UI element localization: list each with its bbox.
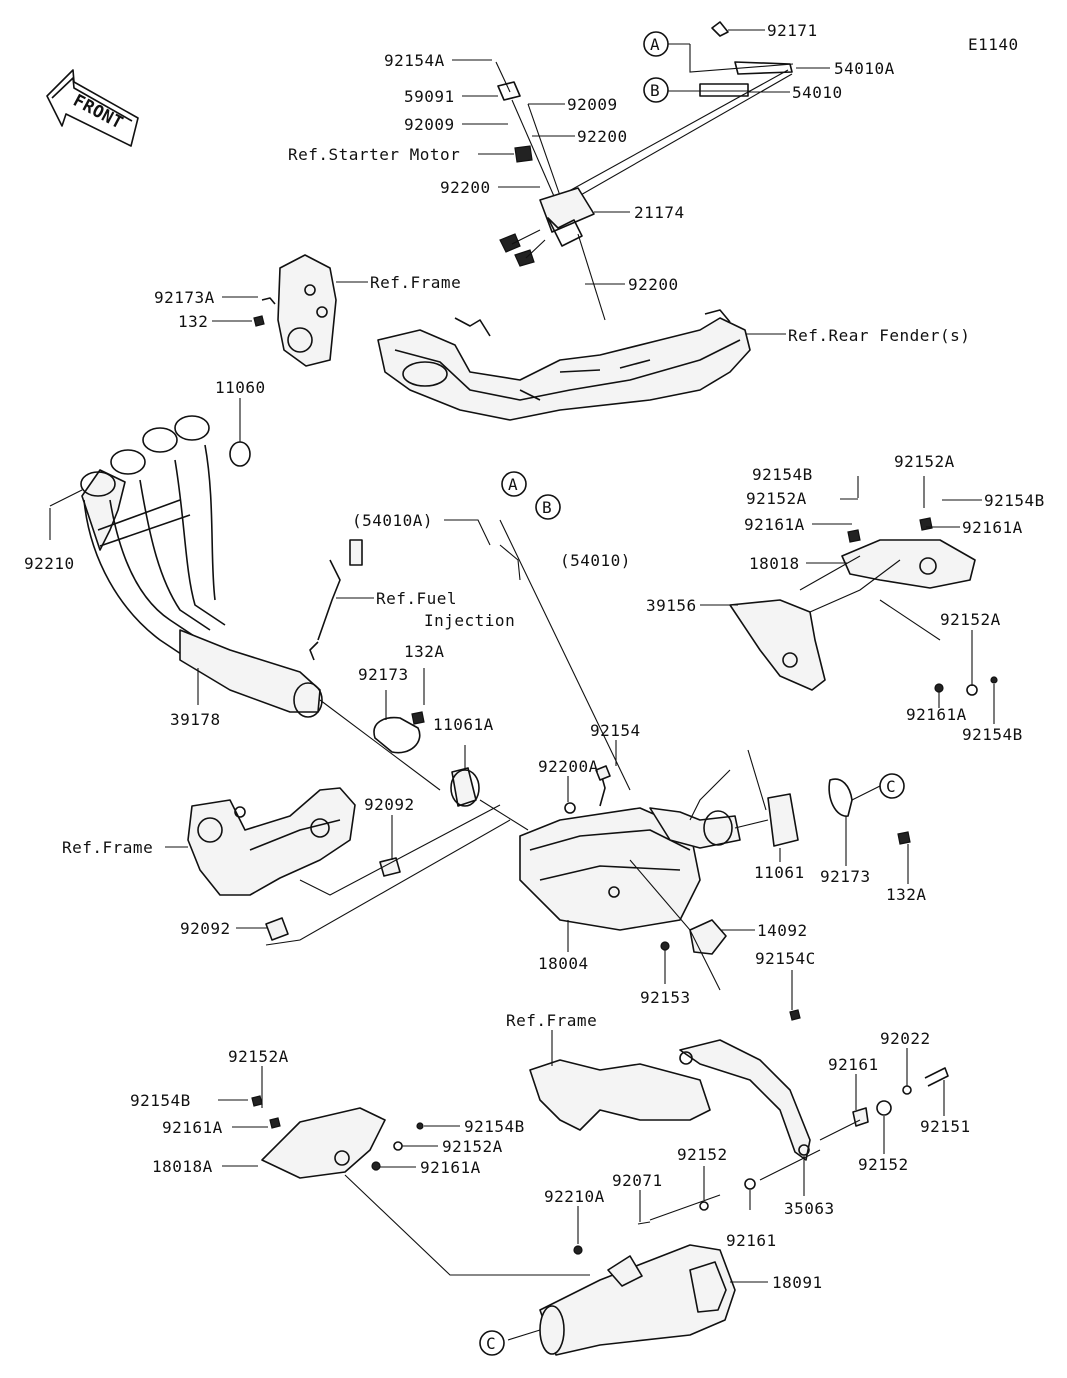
- frame-bracket-top: [253, 254, 337, 367]
- label-92171: 92171: [767, 21, 818, 40]
- label-92152A-d: 92152A: [228, 1047, 289, 1066]
- label-92092-b: 92092: [180, 919, 231, 938]
- label-92154: 92154: [590, 721, 641, 740]
- frame-bracket-left: [187, 787, 401, 941]
- label-92153: 92153: [640, 988, 691, 1007]
- label-92154C: 92154C: [755, 949, 816, 968]
- label-ref-frame-top: Ref.Frame: [370, 273, 461, 292]
- label-18018A: 18018A: [152, 1157, 213, 1176]
- callout-b-top: B: [643, 77, 669, 103]
- muffler-bracket-lower: [529, 1009, 949, 1161]
- svg-text:C: C: [486, 1334, 496, 1353]
- label-92154B-a: 92154B: [752, 465, 813, 484]
- label-18091: 18091: [772, 1273, 823, 1292]
- label-39156: 39156: [646, 596, 697, 615]
- part-labels: 92171 54010A 54010 92154A 59091 92009 92…: [24, 21, 1045, 1292]
- label-11061: 11061: [754, 863, 805, 882]
- label-92071: 92071: [612, 1171, 663, 1190]
- heat-shield-lower: [251, 1095, 590, 1276]
- label-92161-bottom: 92161: [726, 1231, 777, 1250]
- silencer-body: [519, 765, 741, 955]
- label-54010: 54010: [792, 83, 843, 102]
- label-92152A-c: 92152A: [940, 610, 1001, 629]
- label-132-top: 132: [178, 312, 208, 331]
- label-92152A-e: 92152A: [442, 1137, 503, 1156]
- label-54010A-paren: (54010A): [352, 511, 433, 530]
- svg-text:A: A: [650, 35, 660, 54]
- label-ref-starter-motor: Ref.Starter Motor: [288, 145, 460, 164]
- label-92152-bottom: 92152: [677, 1145, 728, 1164]
- valve-actuator-cables: [495, 21, 794, 321]
- leader-lines: [49, 29, 995, 1341]
- label-59091: 59091: [404, 87, 455, 106]
- label-92161A-c: 92161A: [906, 705, 967, 724]
- label-92152A-b: 92152A: [746, 489, 807, 508]
- label-92210A: 92210A: [544, 1187, 605, 1206]
- label-92161A-a: 92161A: [744, 515, 805, 534]
- label-ref-frame-left: Ref.Frame: [62, 838, 153, 857]
- label-92022: 92022: [880, 1029, 931, 1048]
- label-54010-paren: (54010): [560, 551, 631, 570]
- label-92173-right: 92173: [820, 867, 871, 886]
- callout-a-mid: A: [501, 471, 527, 497]
- callout-c-right: C: [879, 773, 905, 799]
- label-ref-fuel-1: Ref.Fuel: [376, 589, 457, 608]
- label-39178: 39178: [170, 710, 221, 729]
- callout-b-mid: B: [535, 494, 561, 520]
- label-92152A-a: 92152A: [894, 452, 955, 471]
- front-arrow-icon: FRONT: [46, 69, 139, 147]
- label-11061A: 11061A: [433, 715, 494, 734]
- svg-text:C: C: [886, 777, 896, 796]
- label-92161A-b: 92161A: [962, 518, 1023, 537]
- label-92200-c: 92200: [628, 275, 679, 294]
- label-92161A-e: 92161A: [420, 1158, 481, 1177]
- label-92152-right: 92152: [858, 1155, 909, 1174]
- label-92154B-c: 92154B: [962, 725, 1023, 744]
- label-92009-b: 92009: [404, 115, 455, 134]
- label-92151: 92151: [920, 1117, 971, 1136]
- callout-c-bottom: C: [479, 1330, 505, 1356]
- svg-text:B: B: [542, 498, 552, 517]
- svg-text:A: A: [508, 475, 518, 494]
- label-ref-frame-bottom: Ref.Frame: [506, 1011, 597, 1030]
- label-92161A-d: 92161A: [162, 1118, 223, 1137]
- front-arrow-label: FRONT: [70, 91, 127, 134]
- label-92154B-b: 92154B: [984, 491, 1045, 510]
- label-92154B-d: 92154B: [130, 1091, 191, 1110]
- label-92200A: 92200A: [538, 757, 599, 776]
- label-35063: 35063: [784, 1199, 835, 1218]
- label-92173A: 92173A: [154, 288, 215, 307]
- label-18018: 18018: [749, 554, 800, 573]
- svg-text:B: B: [650, 81, 660, 100]
- label-21174: 21174: [634, 203, 685, 222]
- label-132A-top: 132A: [404, 642, 445, 661]
- rear-fender-undertray: [377, 309, 751, 421]
- label-92200-a: 92200: [577, 127, 628, 146]
- label-18004: 18004: [538, 954, 589, 973]
- diagram-code: E1140: [968, 35, 1019, 54]
- label-11060: 11060: [215, 378, 266, 397]
- callout-a-top: A: [643, 31, 669, 57]
- label-14092: 14092: [757, 921, 808, 940]
- label-92009-a: 92009: [567, 95, 618, 114]
- label-92210: 92210: [24, 554, 75, 573]
- label-92092-a: 92092: [364, 795, 415, 814]
- label-92154A: 92154A: [384, 51, 445, 70]
- label-92200-b: 92200: [440, 178, 491, 197]
- heat-shield-top-right: [729, 517, 998, 696]
- label-92173-top: 92173: [358, 665, 409, 684]
- label-54010A: 54010A: [834, 59, 895, 78]
- label-92161: 92161: [828, 1055, 879, 1074]
- label-132A-right: 132A: [886, 885, 927, 904]
- label-ref-fuel-2: Injection: [424, 611, 515, 630]
- label-ref-rear-fender: Ref.Rear Fender(s): [788, 326, 970, 345]
- end-muffler: [539, 1178, 756, 1356]
- label-92154B-e: 92154B: [464, 1117, 525, 1136]
- exhaust-header-pipes: [80, 415, 363, 718]
